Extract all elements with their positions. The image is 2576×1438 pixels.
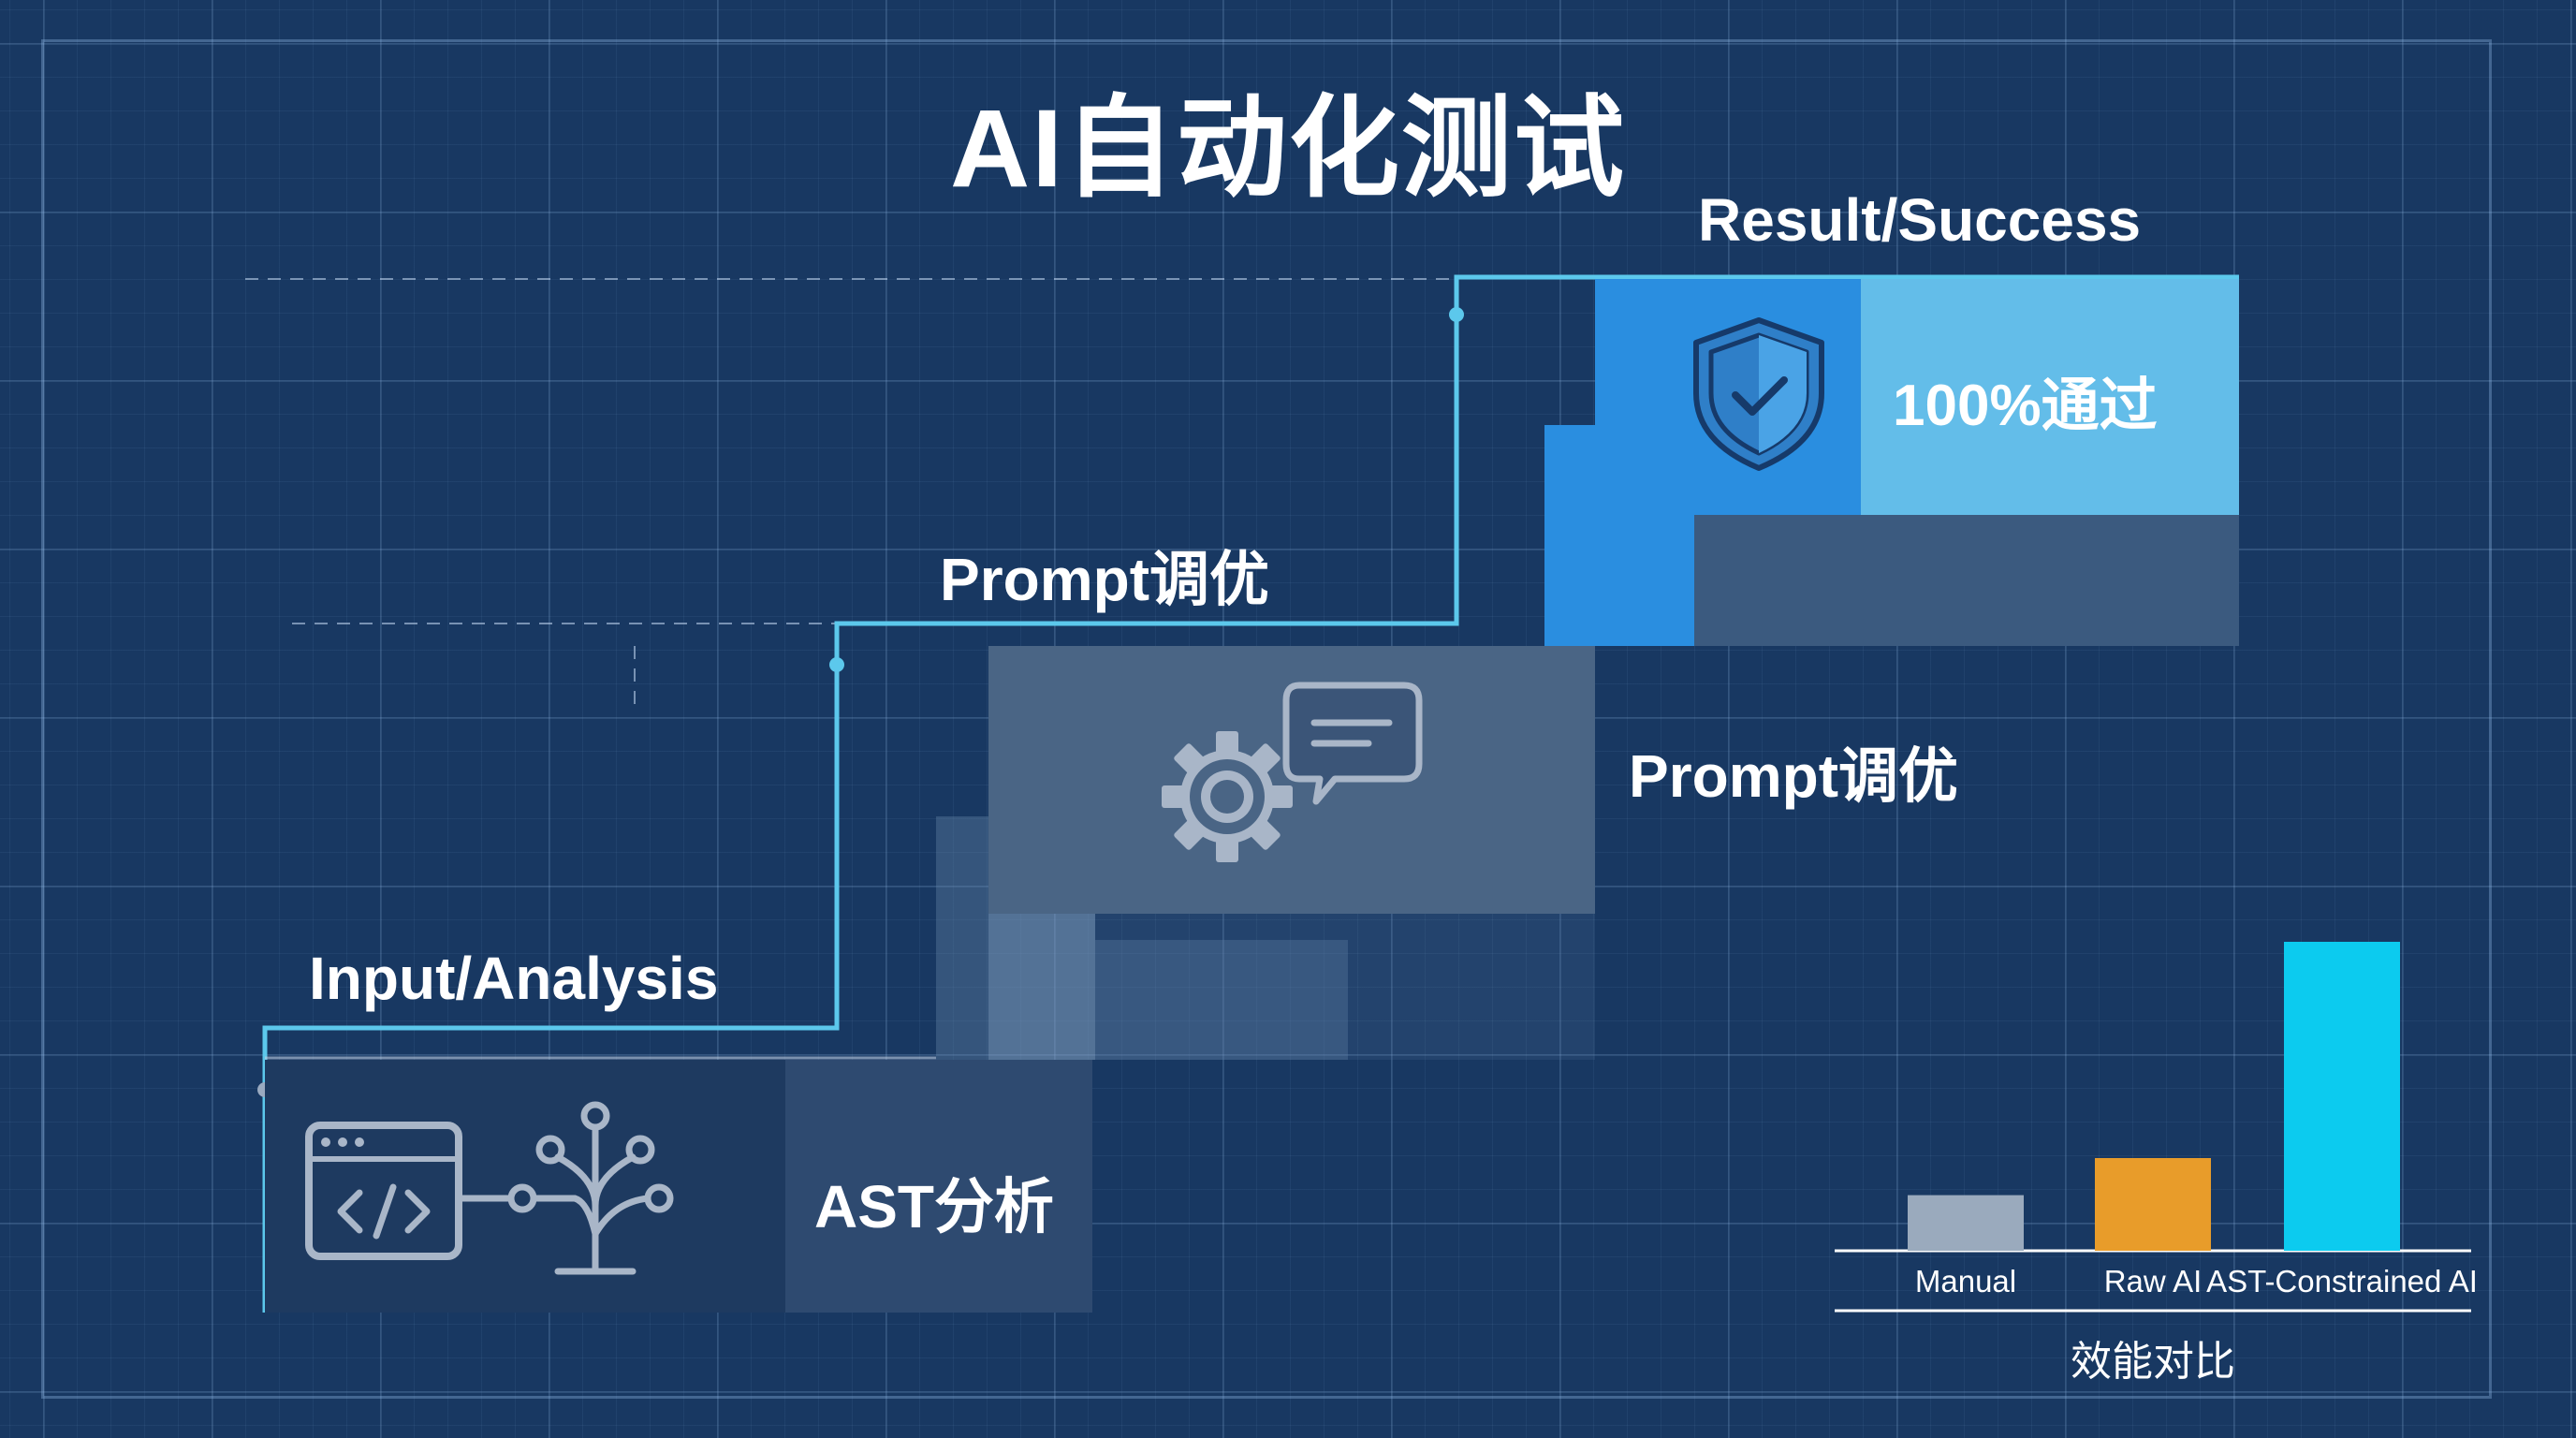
code-window-icon xyxy=(305,1122,462,1260)
prompt-side-label: Prompt调优 xyxy=(1629,742,1958,810)
result-block-light xyxy=(1861,279,2239,515)
pass-rate-text: 100%通过 xyxy=(1893,374,2158,438)
node-prompt xyxy=(829,657,844,672)
stage-label-input: Input/Analysis xyxy=(309,945,719,1012)
stage-label-prompt: Prompt调优 xyxy=(940,546,1269,613)
bar-manual xyxy=(1908,1195,2024,1251)
node-result xyxy=(1449,307,1464,322)
bar-raw-ai xyxy=(2095,1158,2211,1251)
bar-ast-constrained-ai xyxy=(2284,942,2400,1251)
progress-line xyxy=(262,274,2239,1313)
chart-title: 效能对比 xyxy=(2071,1339,2235,1385)
blueprint-frame xyxy=(41,39,2492,1399)
stage-label-result: Result/Success xyxy=(1698,186,2142,254)
dashed-guides xyxy=(245,278,1456,712)
ast-tree-icon xyxy=(455,1101,674,1275)
result-shadow xyxy=(1694,515,2239,646)
prompt-shadow-2 xyxy=(988,914,1095,1060)
bar-label: AST-Constrained AI xyxy=(2206,1264,2478,1299)
chat-bubble-icon xyxy=(1282,682,1423,805)
prompt-shadow-3 xyxy=(1095,940,1348,1060)
bar-label: Raw AI xyxy=(2103,1264,2203,1299)
bar-label: Manual xyxy=(1914,1264,2017,1299)
ast-block xyxy=(785,1060,1092,1313)
prompt-shadow-4 xyxy=(1095,914,1595,1060)
gear-icon xyxy=(1162,731,1293,862)
shield-check-icon xyxy=(1693,317,1824,471)
ast-block-text: AST分析 xyxy=(814,1173,1054,1240)
page-title: AI自动化测试 xyxy=(949,87,1626,211)
